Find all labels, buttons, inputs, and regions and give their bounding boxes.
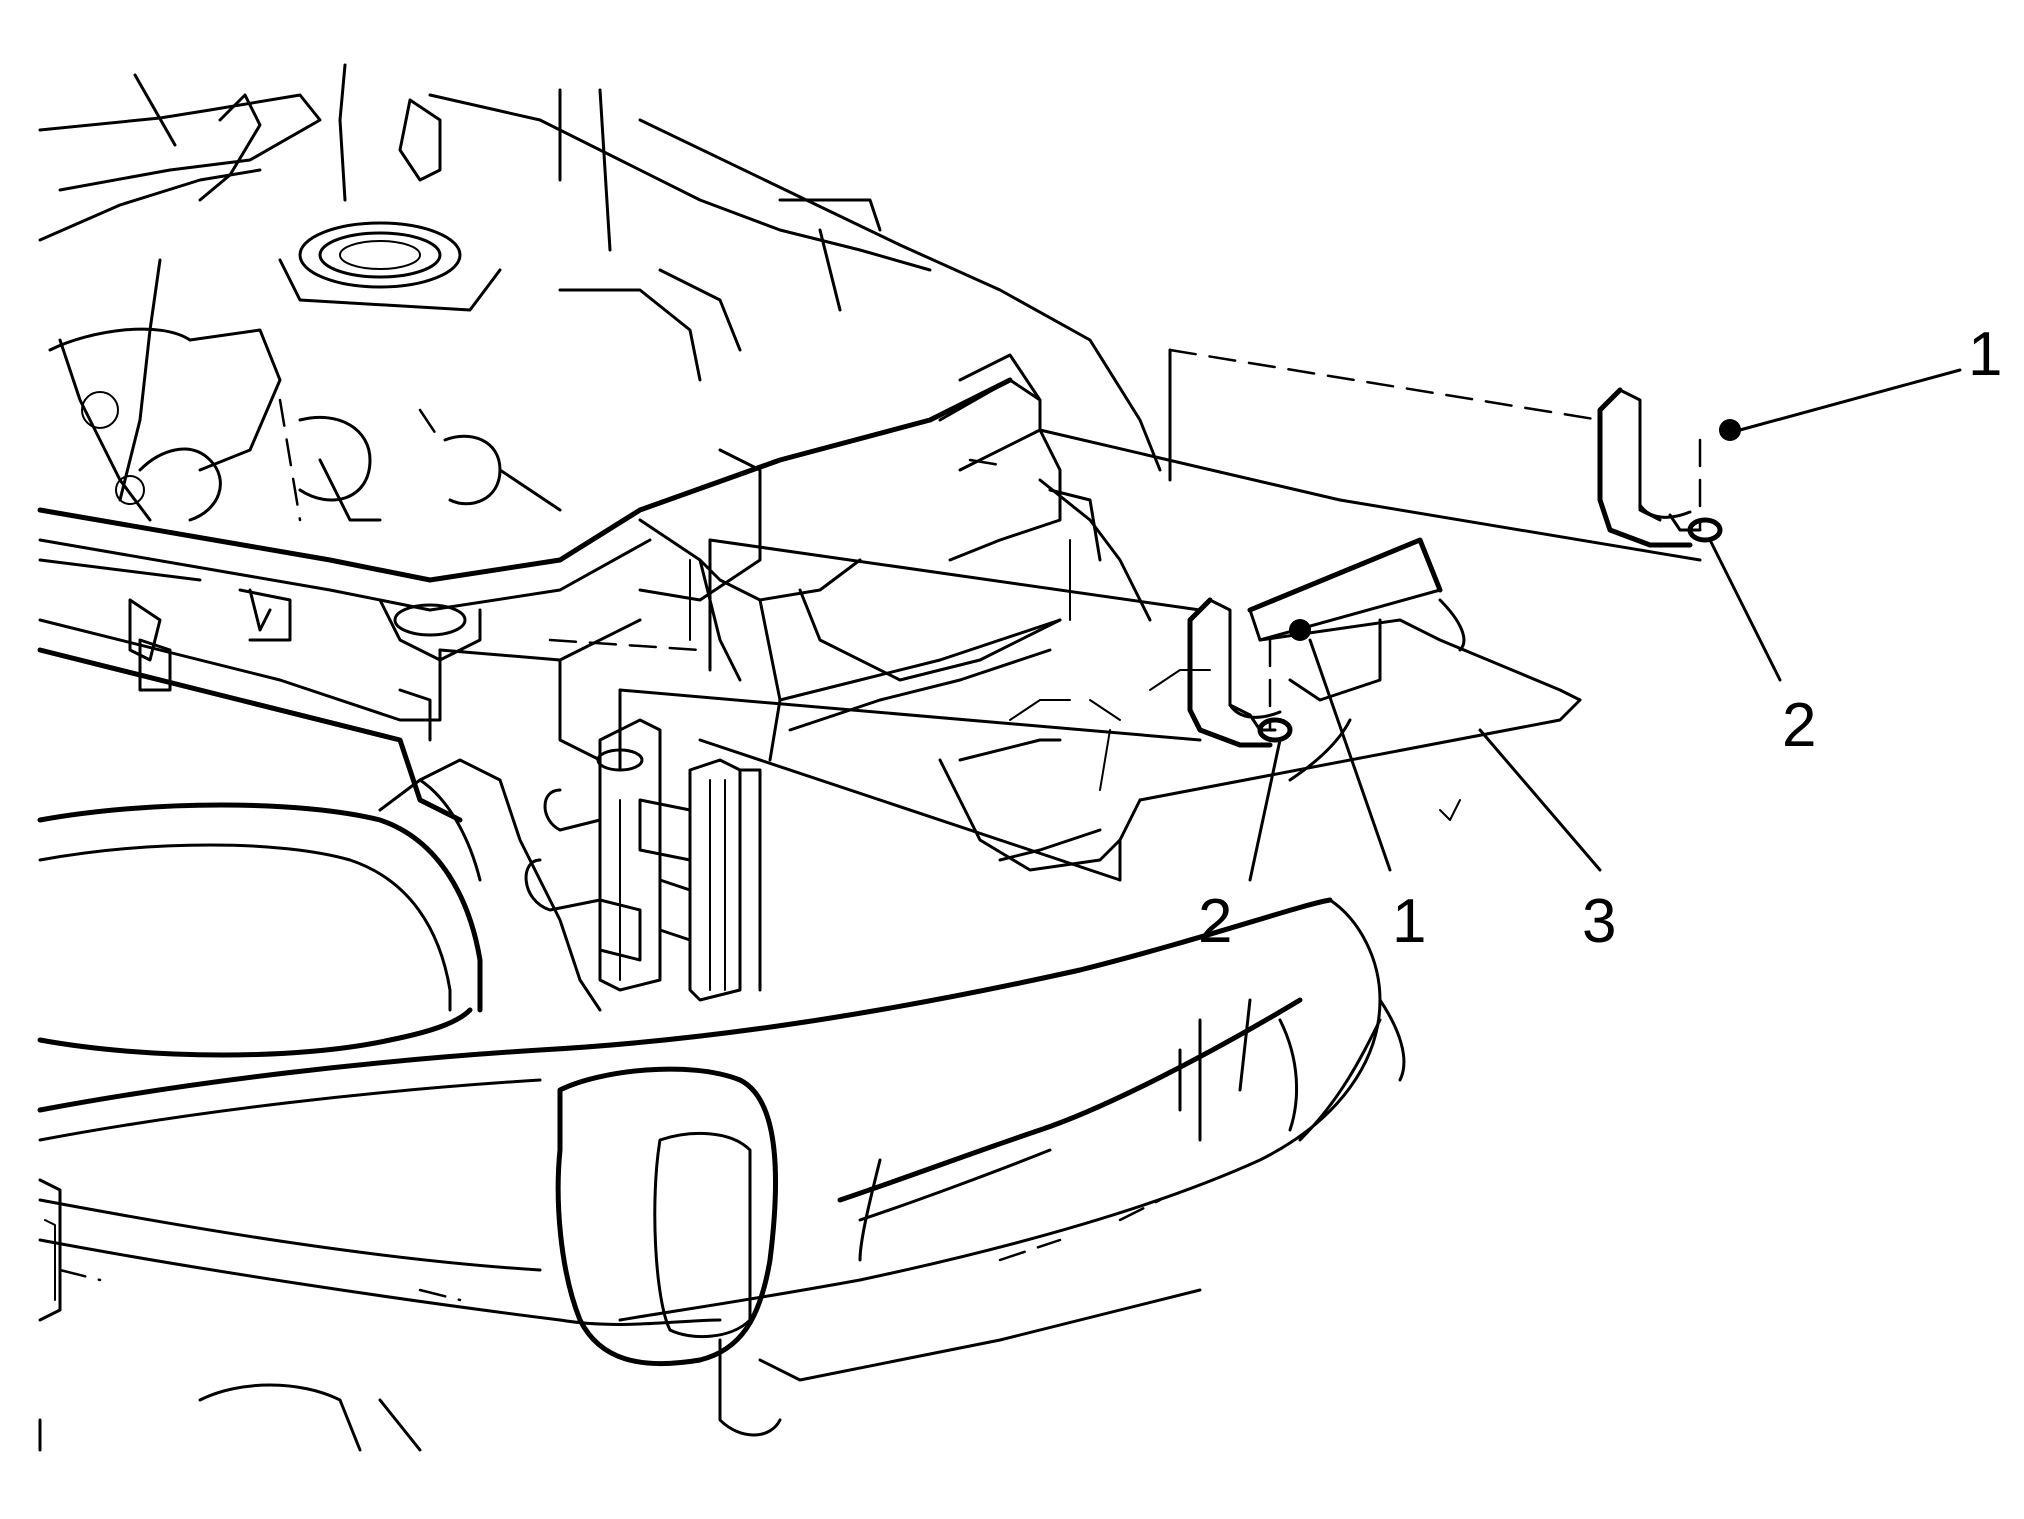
callout-nut-left: 1 [1392,887,1426,956]
leader-lines [1248,368,1962,882]
nut-right-icon [1719,419,1741,441]
callouts: 1 2 2 1 3 [1198,320,2002,956]
radiator-support-brace [938,537,1582,872]
engine-compartment [38,63,1162,522]
callout-nut-right: 1 [1968,320,2002,389]
callout-support: 3 [1582,887,1616,956]
nut-left-icon [1289,619,1311,641]
condenser-core [524,718,762,1002]
headlamp-opening [37,758,602,1058]
callout-bracket-right: 2 [1782,691,1816,760]
frame-rail-upper [37,353,1062,682]
callout-bracket-left: 2 [1198,887,1232,956]
bracket-right-assembly [1597,387,1741,548]
front-fascia [37,897,1406,1452]
radiator-support [37,478,1152,823]
alignment-lines [548,348,1702,882]
bracket-left-assembly [1187,597,1311,748]
